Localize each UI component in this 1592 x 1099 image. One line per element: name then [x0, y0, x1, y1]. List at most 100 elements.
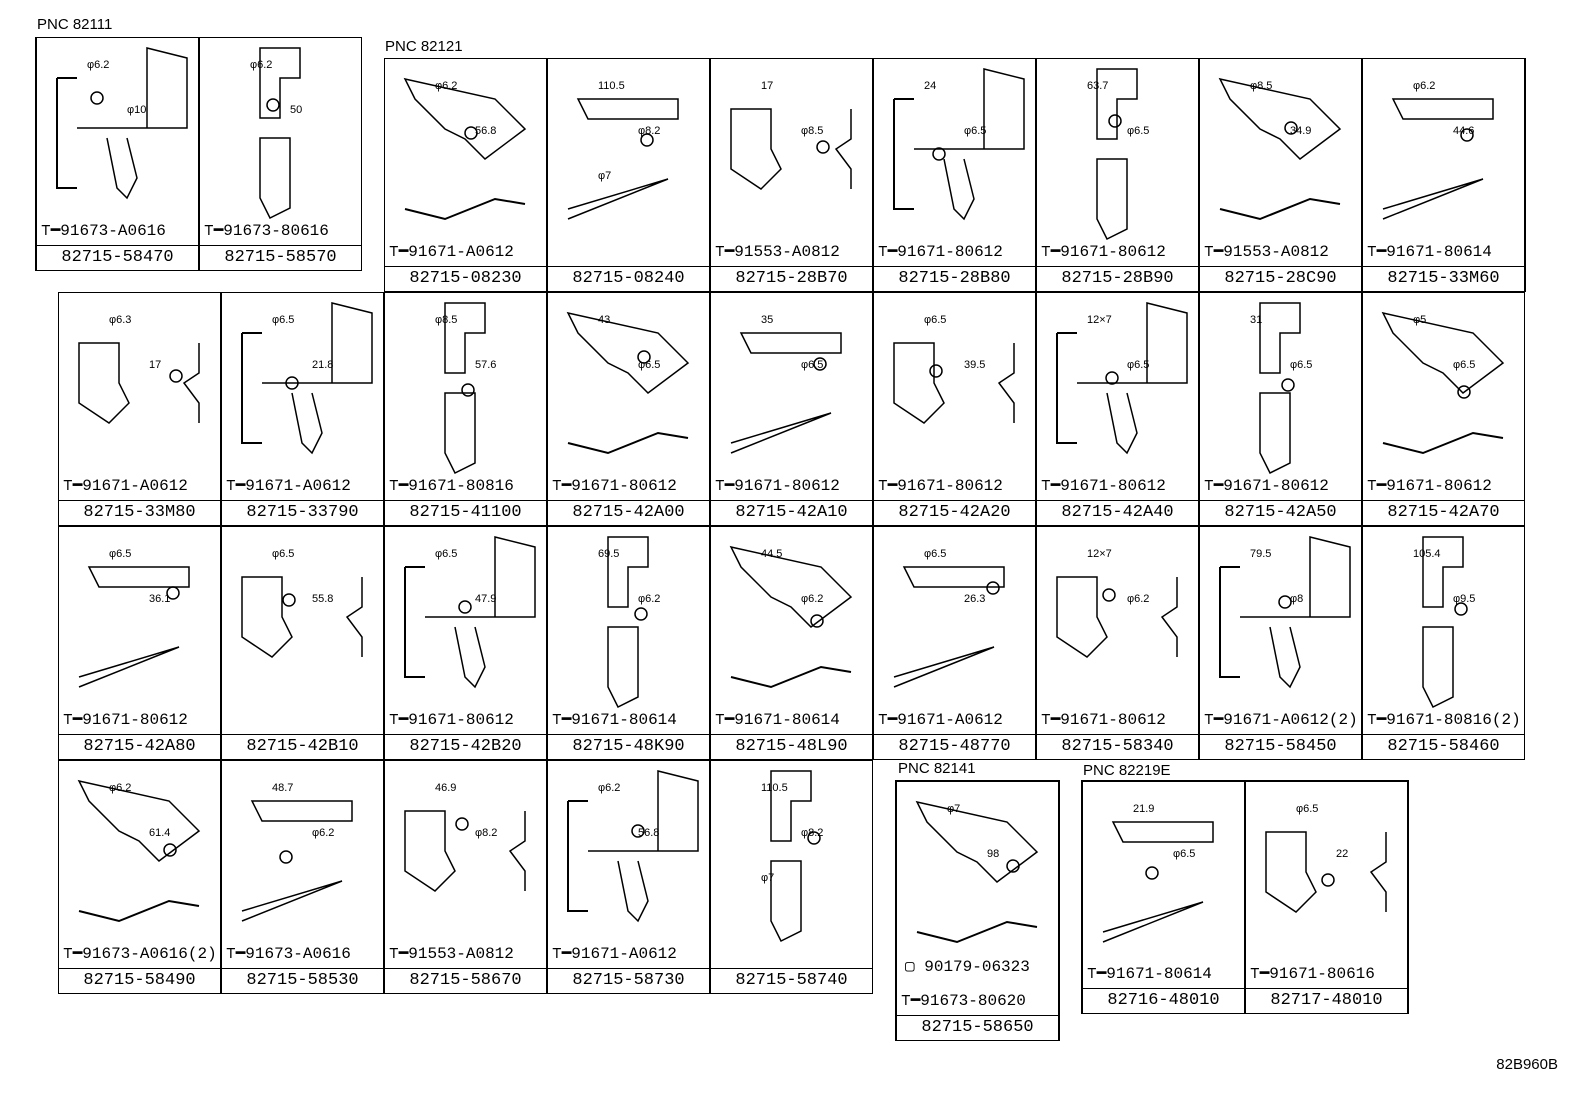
- part-number: 82715-58490: [59, 968, 220, 993]
- bolt-part-number: ⊤━91671-A0612: [63, 475, 188, 495]
- part-number: 82715-33M80: [59, 500, 220, 525]
- bracket-drawing: 21.9φ6.5: [1102, 803, 1214, 943]
- bolt-number-text: 91671-A0612: [408, 243, 514, 261]
- bolt-number-text: 91671-80614: [1386, 243, 1492, 261]
- part-number: 82715-42A40: [1037, 500, 1198, 525]
- part-number: 82715-42A00: [548, 500, 709, 525]
- bolt-icon: ⊤━: [1204, 477, 1224, 495]
- part-number: 82715-41100: [385, 500, 546, 525]
- pnc-label-82219e: PNC 82219E: [1083, 762, 1171, 779]
- bolt-part-number: ⊤━91671-A0612: [878, 709, 1003, 729]
- dimension-label: φ6.5: [924, 314, 946, 326]
- part-number: 82715-42B10: [222, 734, 383, 759]
- pnc-label-82111: PNC 82111: [37, 16, 113, 33]
- dimension-label: 35: [761, 314, 773, 326]
- bracket-drawing: 110.5φ8.2φ7: [761, 770, 823, 943]
- part-number: 82715-42A50: [1200, 500, 1361, 525]
- dimension-label: φ6.5: [638, 359, 660, 371]
- dimension-label: 69.5: [598, 548, 619, 560]
- dimension-label: 21.8: [312, 359, 333, 371]
- bolt-part-number: ⊤━91673-A0616(2): [63, 943, 217, 963]
- dimension-label: φ6.2: [638, 593, 660, 605]
- bolt-number-text: 91673-A0616(2): [82, 945, 217, 963]
- bolt-number-text: 91671-80612: [897, 243, 1003, 261]
- dimension-label: 21.9: [1133, 803, 1154, 815]
- bolt-part-number: ⊤━91553-A0812: [715, 241, 840, 261]
- part-number: 82715-48K90: [548, 734, 709, 759]
- part-number: 82715-42A80: [59, 734, 220, 759]
- bolt-number-text: 91671-80612: [1060, 711, 1166, 729]
- dimension-label: φ6.2: [250, 59, 272, 71]
- part-number: 82715-42A10: [711, 500, 872, 525]
- bolt-icon: ⊤━: [715, 711, 735, 729]
- dimension-label: 26.3: [964, 593, 985, 605]
- dimension-label: 110.5: [761, 782, 788, 794]
- dimension-label: 55.8: [312, 593, 333, 605]
- bolt-number-text: 91673-80620: [920, 992, 1026, 1010]
- bolt-icon: ⊤━: [1041, 711, 1061, 729]
- dimension-label: 79.5: [1250, 548, 1271, 560]
- bolt-part-number: ⊤━91671-A0612(2): [1204, 709, 1358, 729]
- dimension-label: φ7: [947, 803, 960, 815]
- bracket-drawing: 46.9φ8.2: [404, 782, 526, 892]
- bolt-icon: ⊤━: [1250, 965, 1270, 983]
- part-number: 82715-28C90: [1200, 266, 1361, 291]
- dimension-label: φ8.5: [801, 125, 823, 137]
- bracket-drawing: 48.7φ6.2: [241, 782, 353, 922]
- part-number: 82717-48010: [1246, 988, 1407, 1013]
- dimension-label: φ6.2: [598, 782, 620, 794]
- washer-part-number: ▢ 90179-06323: [905, 958, 1030, 976]
- dimension-label: φ6.2: [435, 80, 457, 92]
- part-number: 82715-58340: [1037, 734, 1198, 759]
- bolt-number-text: 91671-80612: [82, 711, 188, 729]
- dimension-label: 105.4: [1413, 548, 1441, 560]
- dimension-label: φ6.2: [1127, 593, 1149, 605]
- bolt-icon: ⊤━: [1367, 711, 1387, 729]
- bolt-icon: ⊤━: [552, 711, 572, 729]
- dimension-label: φ6.5: [435, 548, 457, 560]
- bracket-drawing: 69.5 φ6.2: [598, 536, 660, 709]
- bolt-part-number: ⊤━91553-A0812: [389, 943, 514, 963]
- dimension-label: φ6.5: [272, 314, 294, 326]
- bolt-icon: ⊤━: [1367, 243, 1387, 261]
- part-number: 82715-48L90: [711, 734, 872, 759]
- dimension-label: φ6.3: [109, 314, 131, 326]
- part-number: 82715-33M60: [1363, 266, 1524, 291]
- bracket-drawing: φ6.261.4: [77, 779, 201, 923]
- bolt-number-text: 91671-80612: [897, 477, 1003, 495]
- bolt-icon: ⊤━: [1367, 477, 1387, 495]
- bolt-icon: ⊤━: [901, 992, 921, 1010]
- bracket-drawing: 79.5φ8: [1219, 536, 1351, 689]
- bolt-number-text: 91671-80612: [408, 711, 514, 729]
- bracket-drawing: φ6.536.1: [78, 548, 190, 688]
- bracket-drawing: 12×7 φ6.2: [1056, 548, 1178, 658]
- bolt-part-number: ⊤━91671-A0612: [389, 241, 514, 261]
- part-number: 82715-42A20: [874, 500, 1035, 525]
- bolt-number-text: 91671-80612: [1386, 477, 1492, 495]
- dimension-label: φ8.2: [638, 125, 660, 137]
- dimension-label: φ6.2: [87, 59, 109, 71]
- part-number: 82715-58740: [711, 968, 872, 993]
- bolt-icon: ⊤━: [63, 477, 83, 495]
- dimension-label: 22: [1336, 848, 1348, 860]
- bolt-number-text: 91671-A0612(2): [1223, 711, 1358, 729]
- bolt-icon: ⊤━: [1041, 243, 1061, 261]
- bracket-drawing: φ8.534.9: [1218, 77, 1342, 221]
- dimension-label: 12×7: [1087, 548, 1112, 560]
- bracket-drawing: φ6.5 21.8: [241, 302, 373, 455]
- dimension-label: φ5: [1413, 314, 1426, 326]
- dimension-label: φ6.5: [964, 125, 986, 137]
